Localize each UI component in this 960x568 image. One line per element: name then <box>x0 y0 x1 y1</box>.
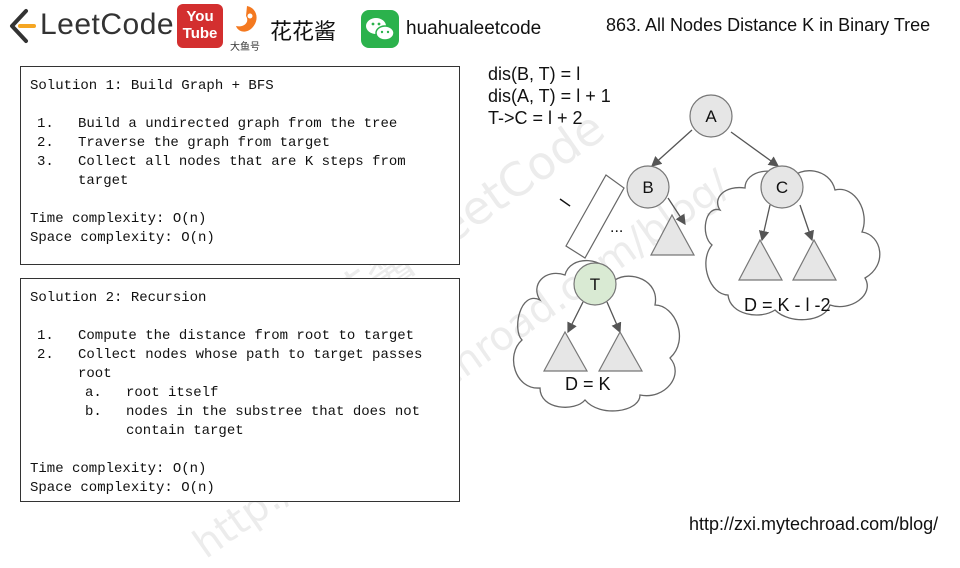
solution-2-step-text: Compute the distance from root to target <box>78 328 415 344</box>
solution-1-box: Solution 1: Build Graph + BFS 1. Build a… <box>20 66 460 265</box>
solution-1-step-text: Traverse the graph from target <box>78 135 331 151</box>
problem-title: 863. All Nodes Distance K in Binary Tree <box>606 15 931 35</box>
solution-2-substep-text: root itself <box>126 385 219 401</box>
solution-1-time: Time complexity: O(n) <box>30 211 207 227</box>
solution-1-step-num: 2. <box>37 135 54 151</box>
node-t <box>573 262 617 306</box>
formula-line: T->C = l + 2 <box>488 108 583 128</box>
wechat-icon <box>361 10 399 48</box>
footer-url: http://zxi.mytechroad.com/blog/ <box>689 514 939 534</box>
edge-distance-label: l <box>557 196 575 210</box>
solution-2-title: Solution 2: Recursion <box>30 290 207 306</box>
node-c <box>760 165 804 209</box>
t-right-subtree <box>597 330 644 372</box>
solution-2-space: Space complexity: O(n) <box>30 480 215 496</box>
solution-1-step-num: 3. <box>37 154 54 170</box>
douyu-fish-icon <box>236 6 257 32</box>
node-c-label: C <box>776 178 788 197</box>
solution-2-step-num: 1. <box>37 328 54 344</box>
header: LeetCode You Tube 大鱼号 花花酱 huahualeetcode… <box>0 0 960 53</box>
wechat-handle: huahualeetcode <box>406 18 542 39</box>
c-right-subtree <box>792 238 838 281</box>
solution-2-substep-text: nodes in the substree that does not <box>126 404 421 420</box>
formula-line: dis(B, T) = l <box>488 64 581 84</box>
node-b <box>626 165 670 209</box>
path-ellipsis: ... <box>610 219 623 236</box>
youtube-bottom-text: Tube <box>182 25 218 42</box>
t-region-label: D = K <box>565 374 611 394</box>
solution-1-step-cont: target <box>78 173 129 189</box>
solution-2-substep-num: b. <box>85 404 102 420</box>
formula-line: dis(A, T) = l + 1 <box>488 86 611 106</box>
solution-1-step-text: Build a undirected graph from the tree <box>78 116 398 132</box>
node-a-label: A <box>705 107 717 126</box>
solution-1-step-text: Collect all nodes that are K steps from <box>78 154 406 170</box>
solution-2-step-text: Collect nodes whose path to target passe… <box>78 347 423 363</box>
cloud-t-region <box>513 259 681 412</box>
channel-name: 花花酱 <box>270 20 337 45</box>
node-t-label: T <box>590 275 600 294</box>
solution-2-step-cont: root <box>78 366 112 382</box>
solution-1-space: Space complexity: O(n) <box>30 230 215 246</box>
solution-2-box: Solution 2: Recursion 1. Compute the dis… <box>20 278 460 502</box>
solution-1-step-num: 1. <box>37 116 54 132</box>
tree-diagram: A B C T l ... D = K D = K - l -2 <box>513 94 881 412</box>
node-b-label: B <box>642 178 653 197</box>
solution-2-step-num: 2. <box>37 347 54 363</box>
youtube-top-text: You <box>186 8 214 25</box>
b-right-subtree <box>650 213 696 256</box>
solution-2-substep-num: a. <box>85 385 102 401</box>
douyu-caption: 大鱼号 <box>230 42 260 53</box>
solution-2-time: Time complexity: O(n) <box>30 461 207 477</box>
youtube-icon: You Tube <box>177 4 223 48</box>
solution-1-title: Solution 1: Build Graph + BFS <box>30 78 274 94</box>
t-left-subtree <box>542 330 589 372</box>
node-a <box>689 94 733 138</box>
c-region-label: D = K - l -2 <box>744 295 831 315</box>
c-left-subtree <box>738 238 784 281</box>
brand-name: LeetCode <box>40 8 175 41</box>
distance-bracket <box>565 174 625 259</box>
leetcode-logo-icon <box>10 9 36 43</box>
solution-2-substep-cont: contain target <box>126 423 244 439</box>
